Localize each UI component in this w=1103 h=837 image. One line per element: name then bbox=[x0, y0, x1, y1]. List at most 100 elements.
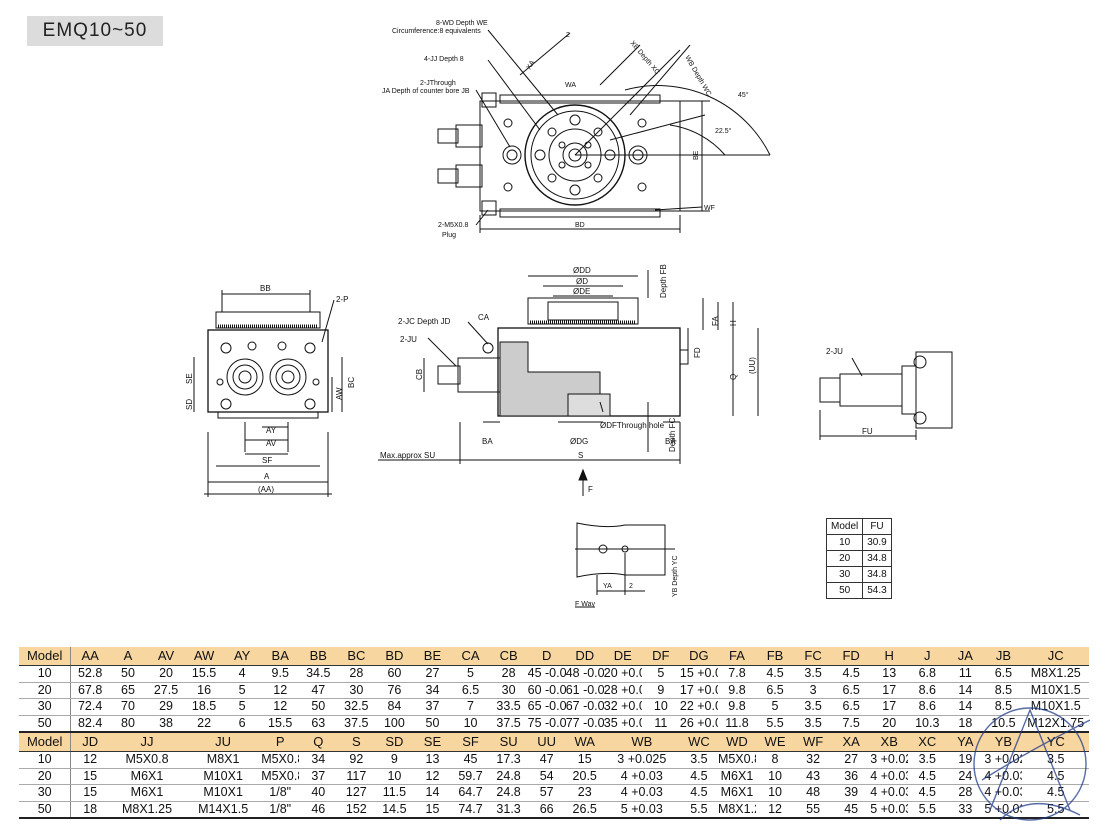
table-cell: 11 bbox=[641, 715, 680, 733]
table-cell: 37.5 bbox=[489, 715, 528, 733]
fu-cell: 20 bbox=[825, 550, 864, 567]
table-cell: 54 bbox=[527, 768, 566, 785]
table-header-cell: Model bbox=[19, 732, 72, 752]
table-cell: 4.5 bbox=[1022, 784, 1089, 802]
label-bd: BD bbox=[575, 222, 585, 229]
table-cell: 10 bbox=[375, 768, 414, 785]
table-header-cell: P bbox=[261, 732, 300, 752]
table-cell: 4 bbox=[223, 665, 262, 683]
table-cell: 4 +0.03 bbox=[603, 768, 680, 785]
table-cell: 6.8 bbox=[908, 665, 947, 683]
fu-cell: 54.3 bbox=[862, 582, 892, 599]
table-cell: 6.5 bbox=[984, 665, 1023, 683]
table-cell: 23 bbox=[565, 784, 604, 802]
label-fu: FU bbox=[862, 427, 873, 436]
label-m5: 2-M5X0.8 bbox=[438, 222, 468, 229]
table-cell: 4.5 bbox=[679, 784, 718, 802]
table-cell: 37 bbox=[413, 698, 452, 716]
table-cell: 37.5 bbox=[337, 715, 376, 733]
table-cell: 6.5 bbox=[451, 682, 490, 699]
table-header-cell: XC bbox=[908, 732, 947, 752]
label-q: Q bbox=[729, 374, 738, 380]
table-cell: 27 bbox=[413, 665, 452, 683]
table-cell: 45 bbox=[451, 751, 490, 769]
table-header-cell: DD bbox=[565, 647, 604, 666]
table-cell: 3 bbox=[794, 682, 833, 699]
table-header-cell: AW bbox=[185, 647, 224, 666]
table-cell: 5 bbox=[451, 665, 490, 683]
label-aw: AW bbox=[335, 387, 344, 400]
table-cell: M5X0.8 bbox=[261, 768, 300, 785]
table-cell: 15 bbox=[70, 768, 109, 785]
table-cell: 20 bbox=[147, 665, 186, 683]
table-cell: 28 bbox=[337, 665, 376, 683]
table-cell: M8X1 bbox=[185, 751, 262, 769]
fu-cell: 50 bbox=[825, 582, 864, 599]
table-cell: 15.5 bbox=[185, 665, 224, 683]
table-cell: 26 +0.052 bbox=[679, 715, 718, 733]
table-header-cell: S bbox=[337, 732, 376, 752]
table-cell: 20 +0.052 bbox=[603, 665, 642, 683]
table-cell: M10X1 bbox=[185, 768, 262, 785]
table-cell: M8X1.25 bbox=[1022, 665, 1089, 683]
table-cell: 12 bbox=[261, 682, 300, 699]
table-cell: 4.5 bbox=[832, 665, 871, 683]
label-jthrough: 2-JThrough bbox=[420, 80, 456, 87]
label-sd: SD bbox=[185, 399, 194, 410]
table-cell: 10 bbox=[756, 784, 795, 802]
label-yb: YB Depth YC bbox=[672, 555, 679, 597]
table-cell: 4.5 bbox=[679, 768, 718, 785]
table-cell: 28 bbox=[946, 784, 985, 802]
table-cell: 32.5 bbox=[337, 698, 376, 716]
label-h: H bbox=[729, 320, 738, 326]
table-cell: 17 bbox=[870, 698, 909, 716]
table-header-cell: BE bbox=[413, 647, 452, 666]
brand-logo-icon bbox=[973, 707, 1091, 821]
label-wd: 8-WD Depth WE bbox=[436, 20, 488, 27]
table-cell: 60 -0.074 bbox=[527, 682, 566, 699]
label-fb: Depth FB bbox=[659, 264, 668, 298]
table-cell: 22 bbox=[185, 715, 224, 733]
table-cell: M6X1 bbox=[108, 768, 186, 785]
side-view-drawing: 2-JU FU bbox=[819, 347, 953, 440]
table-cell: 10 bbox=[756, 768, 795, 785]
table-cell: 43 bbox=[794, 768, 833, 785]
table-cell: 75 -0.074 bbox=[527, 715, 566, 733]
label-jc: 2-JC Depth JD bbox=[398, 317, 451, 326]
table-header-cell: WA bbox=[565, 732, 604, 752]
label-aa: (AA) bbox=[258, 485, 274, 494]
table-cell: 35 +0.062 bbox=[603, 715, 642, 733]
label-wf: WF bbox=[704, 205, 715, 212]
table-cell: 8.6 bbox=[908, 682, 947, 699]
table-header-cell: BA bbox=[261, 647, 300, 666]
table-header-cell: DE bbox=[603, 647, 642, 666]
table-cell: 28 +0.052 bbox=[603, 682, 642, 699]
table-header-cell: SU bbox=[489, 732, 528, 752]
table-cell: 4 +0.03 bbox=[603, 784, 680, 802]
label-plug: Plug bbox=[442, 232, 456, 239]
table-cell: 127 bbox=[337, 784, 376, 802]
table-cell: 12 bbox=[413, 768, 452, 785]
table-cell: M5X0.8 bbox=[261, 751, 300, 769]
table-cell: 6 bbox=[223, 715, 262, 733]
table-cell: 152 bbox=[337, 801, 376, 819]
table-cell: 33.5 bbox=[489, 698, 528, 716]
table-cell: 48 -0.062 bbox=[565, 665, 604, 683]
table-cell: 7.5 bbox=[832, 715, 871, 733]
table-header-cell: BD bbox=[375, 647, 414, 666]
label-dg: ØDG bbox=[570, 437, 588, 446]
table-cell: 12 bbox=[756, 801, 795, 819]
detail-view-drawing: YA 2 YB Depth YC F Way bbox=[575, 522, 679, 608]
table-header-cell: AV bbox=[147, 647, 186, 666]
table-cell: M6X1 bbox=[108, 784, 186, 802]
label-circumference: Circumference:8 equivalents bbox=[392, 28, 481, 35]
table-cell: 50 bbox=[299, 698, 338, 716]
table-cell: 20 bbox=[19, 768, 72, 785]
fu-header-model: Model bbox=[825, 518, 864, 535]
table-cell: 34 bbox=[299, 751, 338, 769]
